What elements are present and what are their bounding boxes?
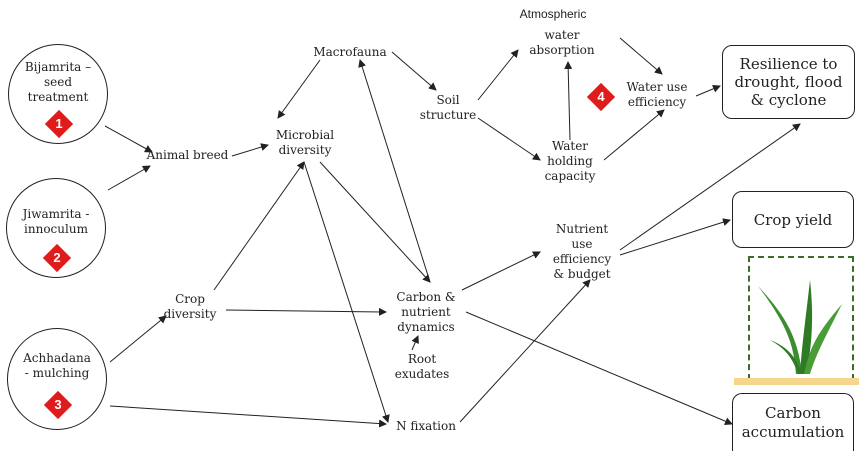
animal-breed-label: Animal breed <box>146 148 229 162</box>
atmospheric-label: Atmospheric <box>519 7 587 21</box>
carbon-accumulation-box: Carbon accumulation <box>732 393 854 451</box>
water-use-efficiency-label: Water use efficiency <box>626 80 688 109</box>
root-exudates-label: Root exudates <box>394 352 450 381</box>
arrow-carbon-to-macrofauna <box>358 59 431 283</box>
arrow-achhadana-to-nfix <box>109 405 387 428</box>
input-achhadana-label: Achhadana - mulching <box>23 351 91 380</box>
arrow-macrofauna-to-microbial <box>277 59 321 119</box>
arrow-nutrient-to-crop-yield <box>619 218 731 256</box>
badge-2: 2 <box>42 243 72 273</box>
arrow-carbon-to-accumulation <box>465 311 733 425</box>
macrofauna-label: Macrofauna <box>313 45 387 59</box>
input-achhadana: Achhadana - mulching 3 <box>7 328 107 430</box>
nutrient-use-efficiency-label: Nutrient use efficiency & budget <box>552 222 612 281</box>
soil-structure-label: Soil structure <box>419 93 477 122</box>
arrow-water-holding-to-absorption <box>564 61 573 141</box>
resilience-box: Resilience to drought, flood & cyclone <box>722 45 855 119</box>
arrow-macrofauna-to-soil <box>391 51 437 91</box>
arrow-microbial-to-carbon <box>319 161 431 283</box>
arrow-carbon-to-nutrient <box>461 251 541 291</box>
arrow-nutrient-to-resilience <box>619 123 801 251</box>
n-fixation-label: N fixation <box>396 419 456 433</box>
badge-3: 3 <box>43 390 73 420</box>
input-bijamrita: Bijamrita – seed treatment 1 <box>8 44 108 144</box>
badge-1: 1 <box>44 109 74 139</box>
crop-yield-box: Crop yield <box>732 191 854 248</box>
soil-strip <box>734 378 859 385</box>
water-holding-capacity-label: Water holding capacity <box>544 139 596 183</box>
arrow-wue-to-resilience <box>695 85 721 97</box>
input-bijamrita-label: Bijamrita – seed treatment <box>24 60 92 104</box>
input-jiwamrita-label: Jiwamrita - innoculum <box>22 207 90 236</box>
badge-4: 4 <box>586 82 616 112</box>
water-absorption-label: water absorption <box>529 28 595 57</box>
arrow-crop-div-to-carbon <box>225 307 387 316</box>
arrow-bijamrita-to-animal-breed <box>104 125 153 153</box>
input-jiwamrita: Jiwamrita - innoculum 2 <box>6 178 106 278</box>
arrow-absorption-to-wue <box>619 37 663 75</box>
arrow-root-to-carbon <box>411 335 419 351</box>
arrow-nfix-to-nutrient <box>459 279 591 423</box>
arrow-crop-div-to-microbial <box>213 161 305 291</box>
arrow-soil-to-water-holding <box>477 117 541 161</box>
arrow-holding-to-wue <box>603 109 665 161</box>
arrow-soil-to-water-absorption <box>477 49 519 101</box>
arrow-microbial-to-nfix <box>303 161 390 423</box>
arrow-animal-breed-to-microbial <box>231 143 269 157</box>
arrow-achhadana-to-crop-div <box>109 315 167 363</box>
crop-diversity-label: Crop diversity <box>163 292 217 321</box>
carbon-nutrient-dynamics-label: Carbon & nutrient dynamics <box>396 290 456 334</box>
arrow-jiwamrita-to-animal-breed <box>107 165 151 191</box>
microbial-diversity-label: Microbial diversity <box>275 128 335 157</box>
plant-icon <box>758 280 842 374</box>
